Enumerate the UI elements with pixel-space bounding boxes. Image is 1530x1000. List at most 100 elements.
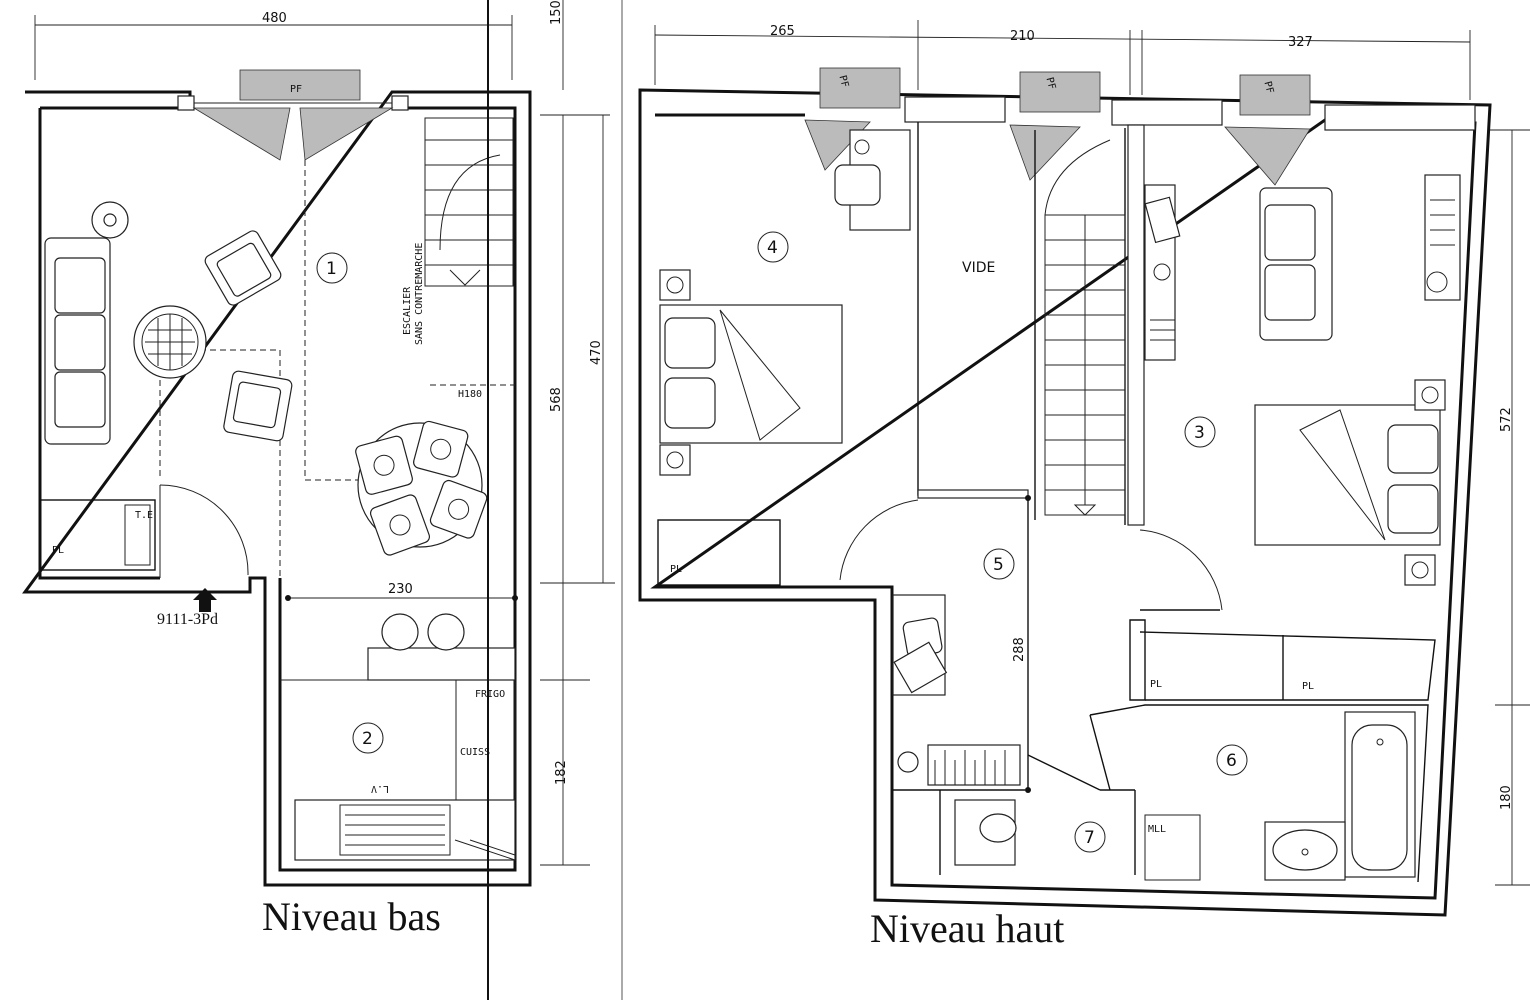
dim-568-label: 568 xyxy=(549,387,564,412)
room-marker-2: 2 xyxy=(352,722,384,754)
upper-level xyxy=(638,20,1530,917)
wc-wall xyxy=(892,754,1101,791)
shelf-bedroom3 xyxy=(1424,174,1461,301)
room-number: 1 xyxy=(326,259,337,279)
window-shade xyxy=(1019,71,1101,113)
door-swing-right xyxy=(299,107,394,161)
lamp-icon-center xyxy=(103,213,117,227)
door-swing-bedroom4 xyxy=(839,499,919,581)
washer-icon xyxy=(897,751,919,773)
entry-code-label: 9111-3Pd xyxy=(157,611,218,628)
dim-480-label: 480 xyxy=(262,11,287,26)
upper-outer-wall xyxy=(638,88,1492,917)
room-marker-5: 5 xyxy=(983,548,1015,580)
sink-grill xyxy=(345,814,445,846)
lower-staircase xyxy=(424,117,514,287)
sink xyxy=(339,804,451,856)
room-marker-3: 3 xyxy=(1184,416,1216,448)
armchair xyxy=(223,370,293,442)
vide-label: VIDE xyxy=(962,260,995,276)
lower-level-title: Niveau bas xyxy=(262,894,441,939)
window-shade xyxy=(1239,74,1311,116)
dim-210-label: 210 xyxy=(1010,29,1035,44)
stair-label-line2: SANS CONTREMARCHE xyxy=(414,243,425,345)
dining-table xyxy=(355,420,488,556)
mll-unit xyxy=(1144,814,1201,881)
te-label: T.E xyxy=(135,510,153,521)
room-number: 4 xyxy=(767,238,778,258)
closets xyxy=(1139,609,1436,701)
entry-door-swing xyxy=(159,484,249,576)
door-swing-bedroom3 xyxy=(1139,529,1223,611)
bathroom-wall xyxy=(1089,714,1111,791)
dim-150-label: 150 xyxy=(549,0,564,25)
pf-label-lower: PF xyxy=(290,84,302,95)
desk-bedroom4 xyxy=(834,129,911,231)
lv-label: L.V xyxy=(371,783,389,794)
water-heater xyxy=(124,504,151,566)
room-number: 6 xyxy=(1226,751,1237,771)
dim-327-label: 327 xyxy=(1288,35,1313,50)
bathtub xyxy=(1344,711,1416,878)
dim-230-label: 230 xyxy=(388,582,413,597)
window-pier xyxy=(177,95,195,111)
dim-180-label: 180 xyxy=(1499,785,1514,810)
door-swing-left xyxy=(192,107,291,161)
pl-label-bedroom4: PL xyxy=(670,564,682,575)
entry-arrow-icon xyxy=(193,588,217,612)
wall-pier xyxy=(1111,99,1223,126)
dim-dot xyxy=(285,595,291,601)
lower-inner-wall xyxy=(38,106,517,872)
pl-label-lower: PL xyxy=(52,545,64,556)
room-number: 2 xyxy=(362,729,373,749)
railing xyxy=(917,489,1029,499)
kitchen-worktop xyxy=(294,799,516,861)
dim-dot xyxy=(1025,495,1031,501)
upper-level-title: Niveau haut xyxy=(870,906,1064,951)
round-table xyxy=(133,305,207,379)
toilet-icon xyxy=(979,813,1017,843)
upper-staircase xyxy=(1034,124,1145,526)
dim-288-label: 288 xyxy=(1012,637,1027,662)
dim-dot xyxy=(512,595,518,601)
room-number: 7 xyxy=(1084,828,1095,848)
dim-182-label: 182 xyxy=(554,760,569,785)
sofa xyxy=(44,237,111,445)
stair-wall xyxy=(1127,124,1145,526)
bed-bedroom4 xyxy=(659,269,843,476)
frigo-label: FRIGO xyxy=(475,689,505,700)
shelves xyxy=(927,744,1021,786)
mll-label: MLL xyxy=(1148,824,1166,835)
pf-label-upper-2: PF xyxy=(1043,76,1057,90)
bar-stool xyxy=(427,613,465,651)
room-marker-7: 7 xyxy=(1074,821,1106,853)
washbasin xyxy=(1264,821,1346,881)
stair-label-line1: ESCALIER xyxy=(402,286,413,335)
hatch xyxy=(454,839,516,861)
wall-pier xyxy=(904,96,1006,123)
pf-label-upper-3: PF xyxy=(1261,80,1275,94)
desk-bedroom3 xyxy=(1144,184,1181,361)
bathroom-wall xyxy=(1089,704,1429,883)
pl-label-bedroom3-a: PL xyxy=(1150,679,1162,690)
armchair xyxy=(204,230,282,306)
door-swing xyxy=(1224,126,1311,186)
closet xyxy=(39,499,156,571)
room-marker-1: 1 xyxy=(316,252,348,284)
pf-label-upper-1: PF xyxy=(836,74,850,88)
dim-470-label: 470 xyxy=(589,340,604,365)
lower-level xyxy=(22,0,623,1000)
nightstand xyxy=(1404,554,1436,586)
h180-label: H180 xyxy=(458,389,482,400)
pl-label-bedroom3-b: PL xyxy=(1302,681,1314,692)
window-shade xyxy=(239,69,361,101)
window-pier xyxy=(391,95,409,111)
room-marker-4: 4 xyxy=(757,231,789,263)
wall-bedroom4 xyxy=(917,122,1025,496)
closet-bedroom4 xyxy=(657,519,781,586)
nightstand xyxy=(1414,379,1446,411)
cuiss-label: CUISS xyxy=(460,747,490,758)
room-marker-6: 6 xyxy=(1216,744,1248,776)
window-shade xyxy=(819,67,901,109)
